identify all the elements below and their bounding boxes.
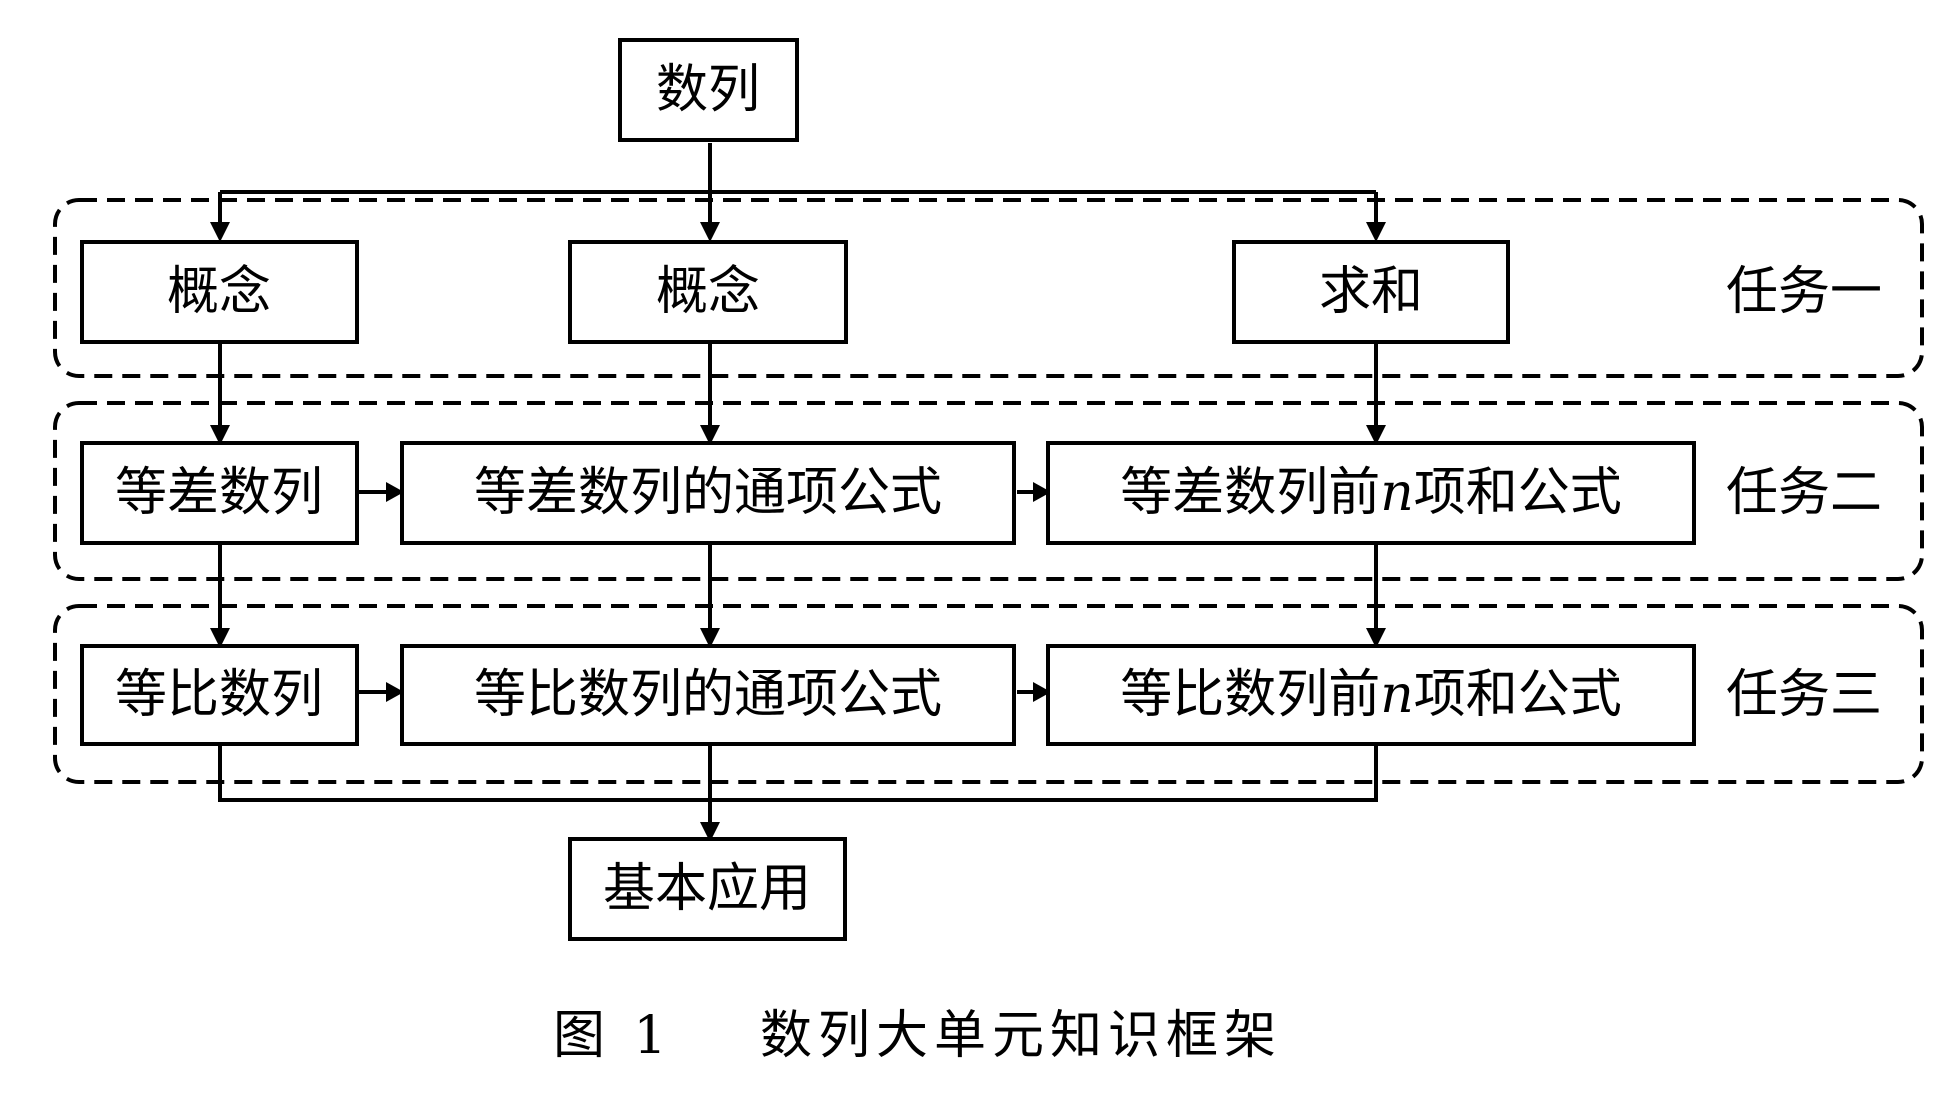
connector-merge-left [218,744,710,802]
node-arithmetic-general-term: 等差数列的通项公式 [400,441,1016,545]
group-task3 [53,604,1924,784]
arrowhead [700,822,720,842]
arrowhead [700,425,720,445]
arrowhead [700,222,720,242]
connector-merge-right [710,744,1378,802]
node-arithmetic-sum-formula-label: 等差数列前n项和公式 [1120,463,1622,523]
node-sum-label: 求和 [1319,262,1423,322]
node-arithmetic-general-term-label: 等差数列的通项公式 [474,463,942,523]
variable-n: n [1380,463,1414,523]
text-part: 等比数列前 [1120,665,1380,725]
arrowhead [210,425,230,445]
node-root-label: 数列 [656,60,760,120]
node-geometric-sum-formula: 等比数列前n项和公式 [1046,644,1696,746]
arrowhead [1366,425,1386,445]
text-part: 项和公式 [1414,463,1622,523]
node-geometric-sum-formula-label: 等比数列前n项和公式 [1120,665,1622,725]
node-geometric-general-term-label: 等比数列的通项公式 [474,665,942,725]
arrowhead [1033,682,1051,702]
arrowhead [1366,222,1386,242]
node-arithmetic-sum-formula: 等差数列前n项和公式 [1046,441,1696,545]
text-part: 项和公式 [1414,665,1622,725]
arrowhead [386,482,404,502]
arrowhead [700,628,720,648]
arrowheads [210,222,1386,842]
node-root: 数列 [618,38,799,142]
variable-n: n [1380,665,1414,725]
figure-caption-number: 图 1 [553,1006,673,1066]
arrowhead [210,628,230,648]
node-concept1-label: 概念 [167,262,271,322]
node-sum: 求和 [1232,240,1510,344]
node-concept2: 概念 [568,240,848,344]
node-arithmetic-sequence: 等差数列 [80,441,359,545]
arrowhead [386,682,404,702]
arrowhead [1033,482,1051,502]
node-basic-application: 基本应用 [568,837,847,941]
arrowhead [1366,628,1386,648]
group-task3-label: 任务三 [1726,665,1882,725]
node-geometric-sequence-label: 等比数列 [115,665,323,725]
node-geometric-sequence: 等比数列 [80,644,359,746]
group-task2-label: 任务二 [1726,463,1882,523]
group-task1-label: 任务一 [1726,262,1882,322]
node-concept2-label: 概念 [656,262,760,322]
group-task2 [53,401,1924,581]
node-arithmetic-sequence-label: 等差数列 [115,463,323,523]
arrowhead [210,222,230,242]
node-basic-application-label: 基本应用 [603,859,811,919]
figure-caption-title: 数列大单元知识框架 [760,1006,1282,1066]
node-geometric-general-term: 等比数列的通项公式 [400,644,1016,746]
text-part: 等差数列前 [1120,463,1380,523]
group-task1 [53,198,1924,378]
connectors [218,143,1378,826]
node-concept1: 概念 [80,240,359,344]
